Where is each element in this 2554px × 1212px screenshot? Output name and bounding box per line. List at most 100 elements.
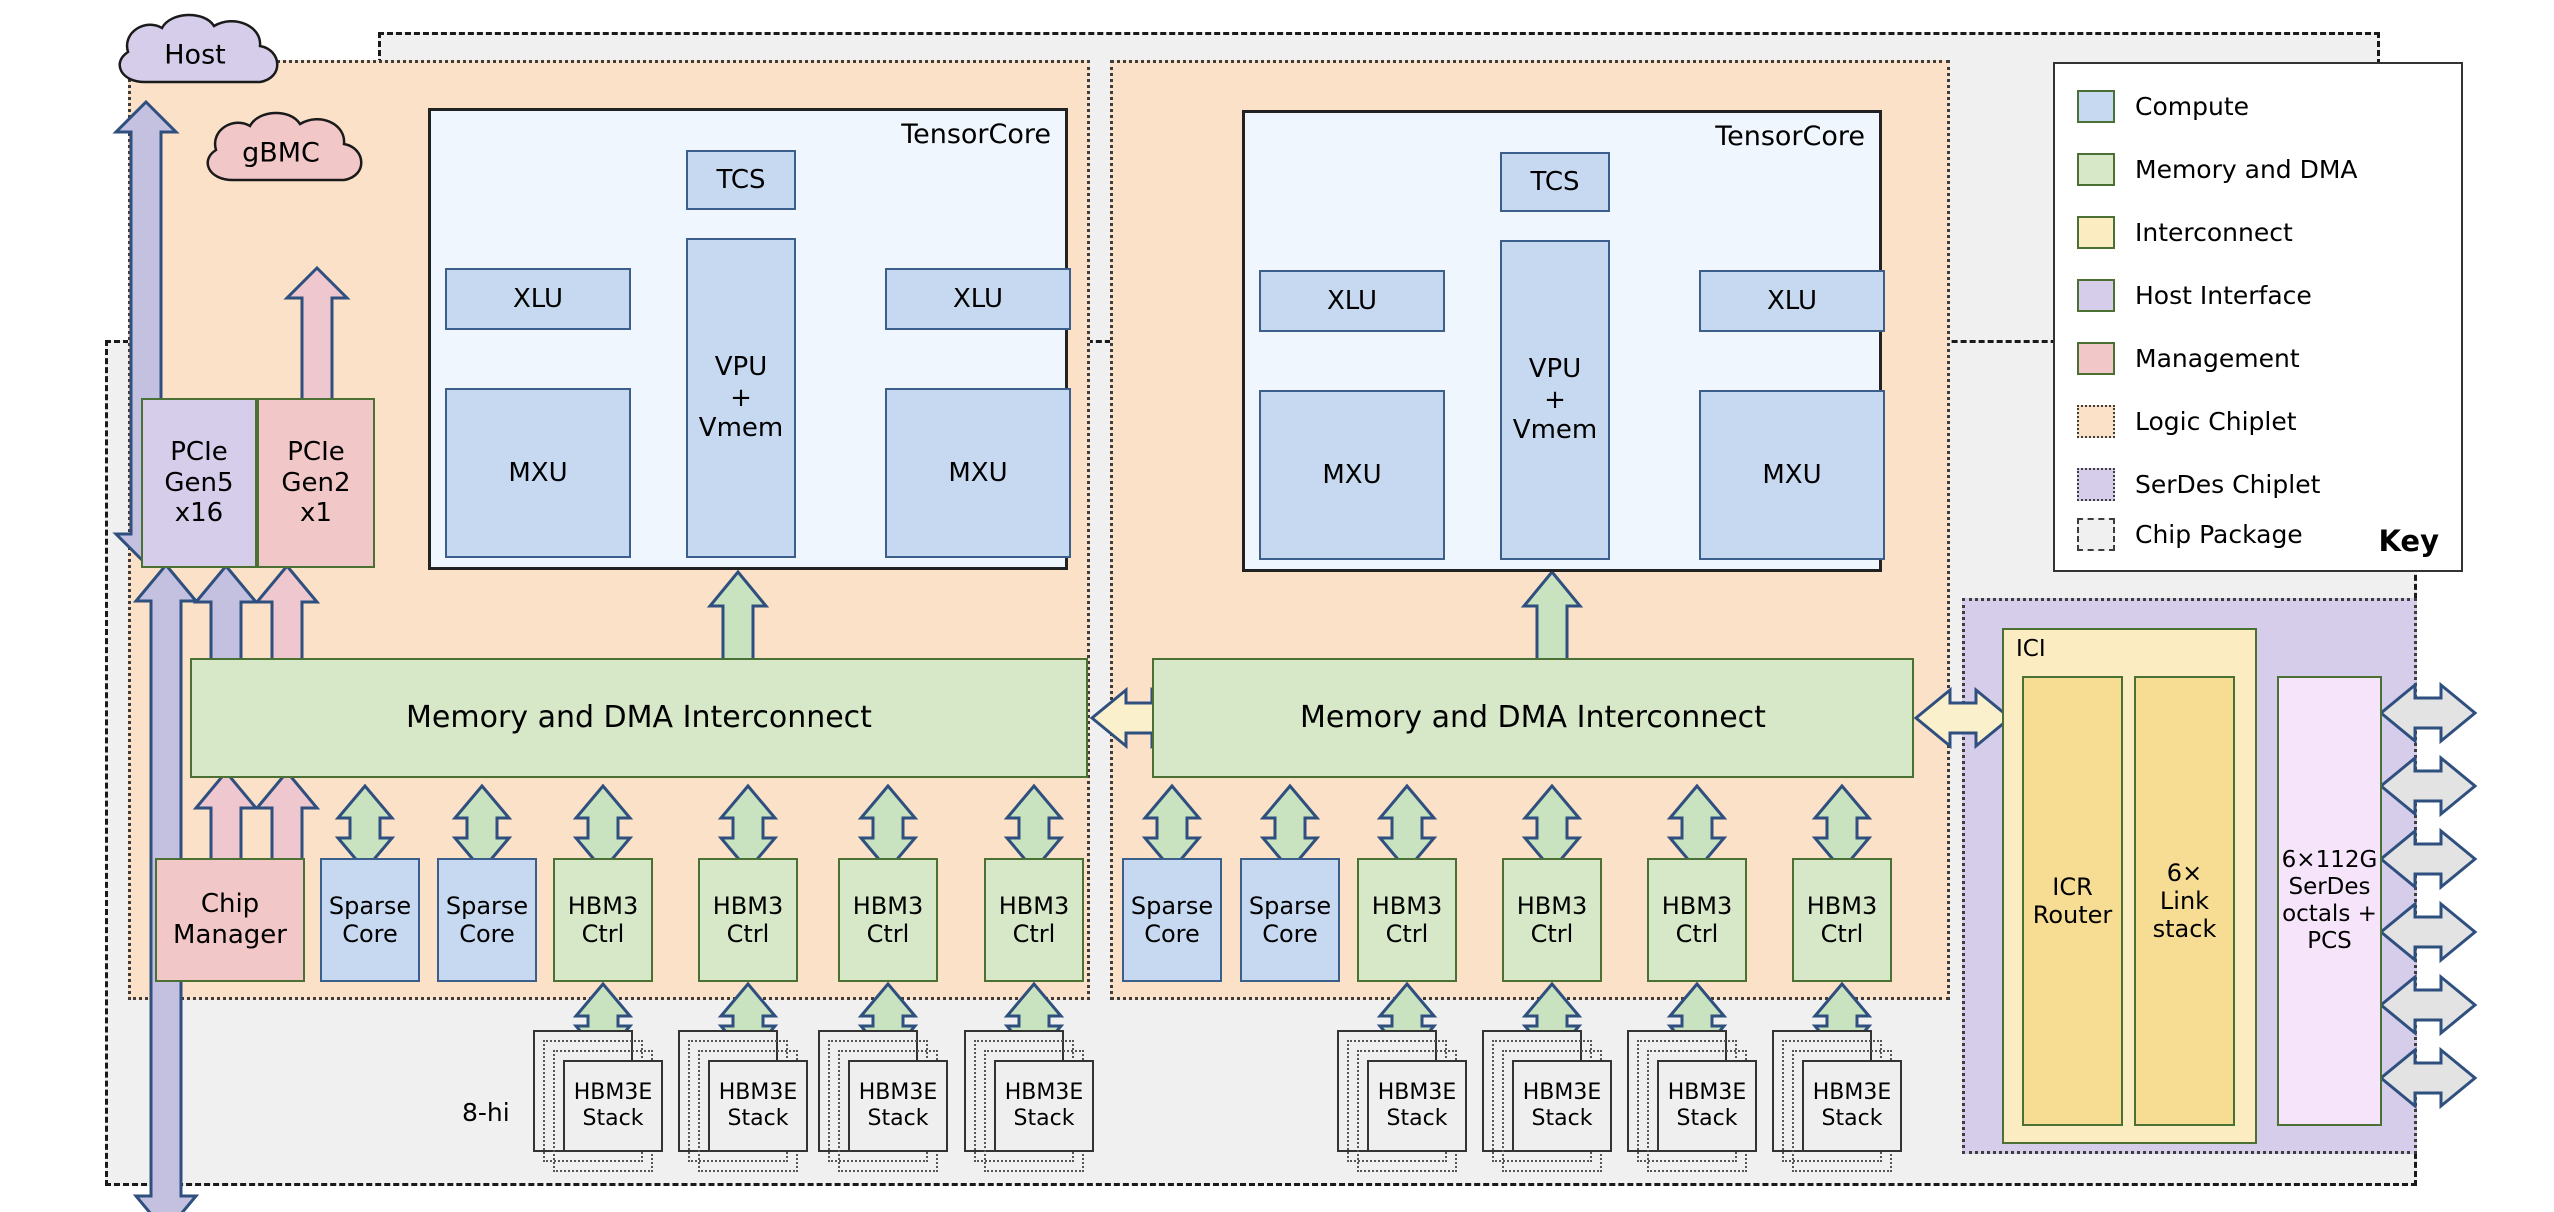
sparse-core-2-line-2: Core	[459, 920, 515, 948]
hbm3e-stack-6-line-2: Stack	[1531, 1106, 1593, 1131]
key-label-logic-chiplet: Logic Chiplet	[2135, 407, 2297, 436]
xlu-label-2a: XLU	[1326, 285, 1378, 316]
hbm3e-stack-7-line-2: Stack	[1676, 1106, 1738, 1131]
host-cloud: Host	[100, 10, 290, 100]
hbm3-ctrl-3-line-2: Ctrl	[866, 920, 910, 948]
hbm3e-stack-3-line-2: Stack	[867, 1106, 929, 1131]
hbm3-ctrl-5: HBM3 Ctrl	[1357, 858, 1457, 982]
hbm3-ctrl-4-line-2: Ctrl	[1012, 920, 1056, 948]
key-swatch-compute	[2077, 90, 2115, 123]
pcie-gen2-line-3: x1	[300, 498, 332, 529]
key-swatch-management	[2077, 342, 2115, 375]
pcie-gen2-line-1: PCIe	[287, 436, 345, 467]
hbm3-ctrl-8-line-1: HBM3	[1806, 891, 1878, 920]
chip-manager: Chip Manager	[155, 858, 305, 982]
hbm3e-stack-7-line-1: HBM3E	[1667, 1080, 1747, 1106]
key-label-host-interface: Host Interface	[2135, 281, 2312, 310]
pcie-gen5-line-3: x16	[174, 498, 224, 529]
mxu-label-2b: MXU	[1762, 459, 1822, 490]
interconnect-label-2: Memory and DMA Interconnect	[1300, 700, 1766, 736]
xlu-label-1a: XLU	[512, 283, 564, 314]
chip-manager-line-1: Chip	[200, 889, 260, 920]
memory-dma-interconnect-1: Memory and DMA Interconnect	[190, 658, 1088, 778]
hbm3e-stack-5-line-2: Stack	[1386, 1106, 1448, 1131]
key-item-chip-package: Chip Package	[2077, 518, 2303, 551]
key-swatch-chip-package	[2077, 518, 2115, 551]
hbm3e-stack-4-line-1: HBM3E	[1004, 1080, 1084, 1106]
tensorcore-1-vpu: VPU + Vmem	[686, 238, 796, 558]
tensorcore-1-label: TensorCore	[901, 119, 1051, 150]
hbm3e-stack-6-line-1: HBM3E	[1522, 1080, 1602, 1106]
sparse-core-3: Sparse Core	[1122, 858, 1222, 982]
vpu-line-1a: VPU	[714, 351, 768, 382]
memory-dma-interconnect-2: Memory and DMA Interconnect	[1152, 658, 1914, 778]
hbm3e-stack-7: HBM3E Stack	[1657, 1060, 1757, 1152]
hbm3-ctrl-2-line-2: Ctrl	[726, 920, 770, 948]
key-item-compute: Compute	[2077, 90, 2249, 123]
vpu-line-3a: Vmem	[698, 413, 784, 444]
serdes-line-4: PCS	[2307, 928, 2352, 955]
hbm3-ctrl-6-line-2: Ctrl	[1530, 920, 1574, 948]
sparse-core-4-line-1: Sparse	[1248, 891, 1332, 920]
link-stack-line-1: 6×	[2166, 858, 2203, 887]
mxu-label-1b: MXU	[948, 457, 1008, 488]
hbm3-ctrl-1-line-1: HBM3	[567, 891, 639, 920]
link-stack-line-3: stack	[2152, 915, 2217, 944]
mxu-label-1a: MXU	[508, 457, 568, 488]
link-stack: 6× Link stack	[2134, 676, 2235, 1126]
host-label: Host	[164, 39, 226, 71]
vpu-line-2b: +	[1544, 384, 1566, 415]
key-label-chip-package: Chip Package	[2135, 520, 2303, 549]
key-swatch-interconnect	[2077, 216, 2115, 249]
serdes-line-1: 6×112G	[2281, 846, 2378, 873]
pcie-gen5-block: PCIe Gen5 x16	[141, 398, 257, 568]
hbm3-ctrl-6-line-1: HBM3	[1516, 891, 1588, 920]
tensorcore-1-mxu-left: MXU	[445, 388, 631, 558]
key-swatch-serdes-chiplet	[2077, 468, 2115, 501]
sparse-core-1-line-2: Core	[342, 920, 398, 948]
hbm3e-stack-3: HBM3E Stack	[848, 1060, 948, 1152]
hbm3e-stack-8-line-1: HBM3E	[1812, 1080, 1892, 1106]
ici-label: ICI	[2016, 636, 2046, 662]
hbm3-ctrl-4: HBM3 Ctrl	[984, 858, 1084, 982]
icr-router-line-1: ICR	[2052, 872, 2093, 901]
sparse-core-2: Sparse Core	[437, 858, 537, 982]
key-item-memory-dma: Memory and DMA	[2077, 153, 2358, 186]
tensorcore-2-tcs: TCS	[1500, 152, 1610, 212]
key-label-management: Management	[2135, 344, 2300, 373]
key-item-logic-chiplet: Logic Chiplet	[2077, 405, 2297, 438]
key-label-compute: Compute	[2135, 92, 2250, 121]
hbm3-ctrl-7-line-1: HBM3	[1661, 891, 1733, 920]
key-swatch-host-interface	[2077, 279, 2115, 312]
hbm3e-stack-1-line-2: Stack	[582, 1106, 644, 1131]
hbm3e-stack-1: HBM3E Stack	[563, 1060, 663, 1152]
hbm3e-stack-2-line-2: Stack	[727, 1106, 789, 1131]
hbm3e-stack-8: HBM3E Stack	[1802, 1060, 1902, 1152]
gbmc-cloud: gBMC	[188, 108, 374, 198]
link-stack-line-2: Link	[2159, 886, 2210, 915]
hbm3-ctrl-3-line-1: HBM3	[852, 891, 924, 920]
key-swatch-logic-chiplet	[2077, 405, 2115, 438]
vpu-line-3b: Vmem	[1512, 415, 1598, 446]
tcs-label-1: TCS	[716, 164, 766, 195]
stack-height-label: 8-hi	[462, 1098, 510, 1127]
hbm3e-stack-4-line-2: Stack	[1013, 1106, 1075, 1131]
hbm3-ctrl-7-line-2: Ctrl	[1675, 920, 1719, 948]
hbm3-ctrl-1: HBM3 Ctrl	[553, 858, 653, 982]
key-item-interconnect: Interconnect	[2077, 216, 2293, 249]
key-label-serdes-chiplet: SerDes Chiplet	[2135, 470, 2321, 499]
xlu-label-2b: XLU	[1766, 285, 1818, 316]
hbm3e-stack-1-line-1: HBM3E	[573, 1080, 653, 1106]
tensorcore-2-label: TensorCore	[1715, 121, 1865, 152]
hbm3-ctrl-3: HBM3 Ctrl	[838, 858, 938, 982]
icr-router-line-2: Router	[2032, 901, 2113, 929]
sparse-core-1-line-1: Sparse	[328, 891, 412, 920]
gbmc-label: gBMC	[242, 137, 320, 169]
tensorcore-2-vpu: VPU + Vmem	[1500, 240, 1610, 560]
icr-router: ICR Router	[2022, 676, 2123, 1126]
hbm3e-stack-5-line-1: HBM3E	[1377, 1080, 1457, 1106]
key-legend: Compute Memory and DMA Interconnect Host…	[2053, 62, 2463, 572]
sparse-core-1: Sparse Core	[320, 858, 420, 982]
hbm3e-stack-8-line-2: Stack	[1821, 1106, 1883, 1131]
pcie-gen2-line-2: Gen2	[281, 467, 351, 498]
